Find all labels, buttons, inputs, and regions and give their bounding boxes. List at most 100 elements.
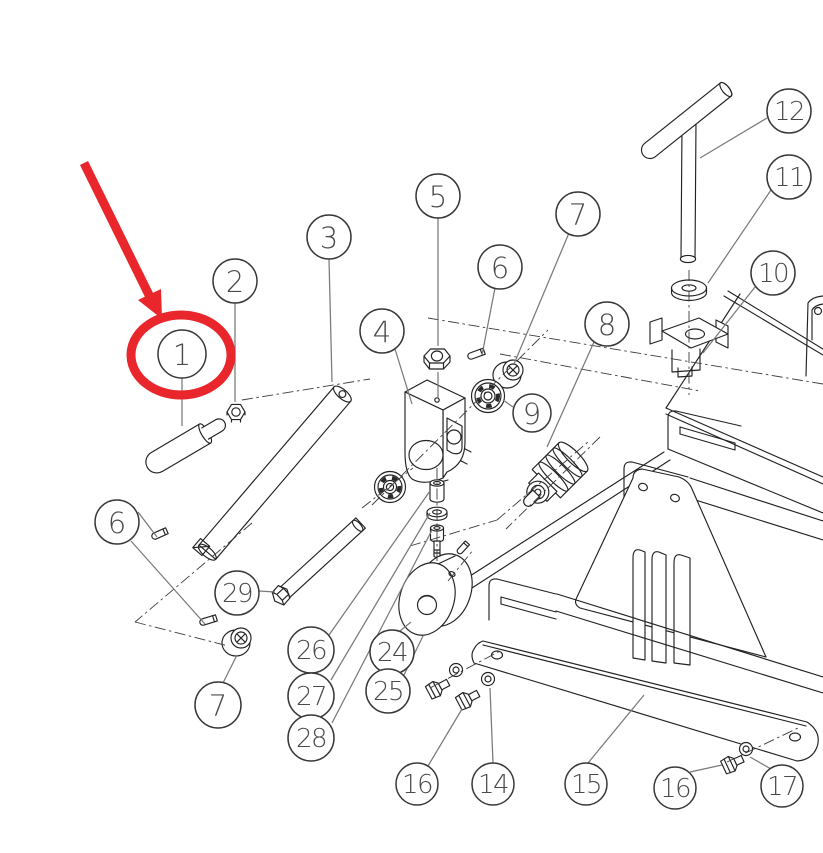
pulley	[398, 553, 473, 636]
leader-line-24	[399, 621, 412, 632]
balloon-4: 4	[359, 308, 405, 354]
balloon-9: 9	[512, 393, 552, 433]
leader-line-7	[222, 654, 238, 684]
balloon-7: 7	[555, 191, 601, 237]
pivot-block	[404, 379, 466, 483]
balloon-3: 3	[306, 214, 352, 260]
gusset-plate	[574, 468, 767, 658]
highlight-arrow-head	[138, 289, 162, 319]
hex-bolt	[454, 689, 481, 711]
balloon-number: 25	[373, 677, 403, 707]
balloon-6: 6	[477, 244, 523, 290]
balloon-number: 16	[402, 770, 432, 800]
balloon-number: 15	[571, 770, 601, 800]
balloon-number: 14	[478, 770, 508, 800]
frame-assembly	[412, 290, 823, 762]
leader-line-28	[331, 529, 433, 724]
leader-line-12	[699, 117, 768, 159]
balloon-27: 27	[287, 672, 335, 720]
highlight-ellipse	[126, 310, 236, 400]
frame-sole-bar	[471, 640, 819, 762]
lock-washer	[480, 671, 496, 687]
balloon-number: 6	[108, 506, 126, 540]
lock-washer	[738, 741, 754, 757]
balloon-12: 12	[766, 88, 812, 134]
balloon-5: 5	[415, 173, 461, 219]
balloon-number: 7	[209, 689, 227, 723]
leader-line-11	[707, 189, 772, 284]
balloon-15: 15	[564, 762, 608, 806]
balloon-number: 12	[774, 97, 804, 127]
hex-nut	[423, 348, 451, 370]
rod-29	[271, 517, 366, 606]
flange-bearing	[221, 627, 252, 657]
leader-line-10	[702, 286, 756, 354]
hex-bolt	[424, 678, 451, 700]
ball-bearing	[470, 378, 506, 414]
leader-line-16	[689, 764, 723, 773]
leader-line-14	[489, 687, 494, 764]
balloon-number: 29	[222, 579, 252, 609]
leader-line-17	[749, 756, 772, 770]
balloon-2: 2	[212, 258, 258, 304]
center-lines	[134, 270, 823, 763]
balloon-17: 17	[760, 764, 804, 808]
balloon-6: 6	[94, 499, 140, 545]
leader-line-6	[137, 511, 158, 538]
balloon-number: 27	[296, 682, 326, 712]
hex-bolt	[720, 754, 745, 775]
balloon-8: 8	[584, 301, 630, 347]
leader-line-8	[546, 341, 595, 448]
leader-line-4	[394, 348, 413, 405]
balloon-10: 10	[750, 250, 796, 296]
balloon-7: 7	[194, 681, 242, 729]
balloon-number: 11	[774, 163, 804, 193]
balloon-16: 16	[395, 762, 439, 806]
clamp-bracket	[649, 317, 729, 378]
balloon-number: 2	[226, 265, 244, 299]
balloon-number: 4	[373, 315, 391, 349]
balloon-number: 10	[758, 259, 788, 289]
frame-fins	[632, 549, 691, 666]
balloon-16: 16	[653, 766, 697, 810]
balloon-number: 6	[491, 251, 509, 285]
balloon-number: 16	[660, 774, 690, 804]
balloon-number: 26	[296, 636, 326, 666]
leader-line-3	[328, 258, 333, 383]
balloon-number: 3	[320, 221, 338, 255]
leader-line-6	[481, 287, 496, 356]
balloon-14: 14	[471, 762, 515, 806]
t-handle	[640, 81, 733, 264]
grip-pin	[145, 418, 226, 474]
flange-nut	[226, 403, 246, 423]
highlight-arrow-shaft	[79, 161, 155, 299]
leader-line-15	[587, 694, 645, 764]
balloon-11: 11	[766, 154, 812, 200]
leader-line-16	[427, 708, 463, 767]
balloon-1: 1	[157, 329, 207, 379]
leader-lines	[130, 117, 772, 773]
roller	[523, 441, 589, 507]
balloon-number: 5	[429, 180, 447, 214]
leader-line-9	[502, 399, 514, 408]
balloon-25: 25	[365, 668, 411, 714]
pivot-tube	[192, 385, 352, 561]
frame-screw-hole	[813, 306, 823, 316]
roll-pin	[456, 540, 471, 555]
leader-line-7	[513, 232, 570, 365]
roll-pin	[151, 527, 169, 540]
balloon-number: 1	[173, 338, 191, 372]
balloon-29: 29	[214, 570, 260, 616]
balloon-number: 24	[377, 638, 407, 668]
leader-line-26	[328, 490, 431, 636]
red-annotation	[79, 161, 236, 400]
lock-washer	[448, 662, 464, 678]
leader-line-27	[330, 512, 431, 681]
balloon-number: 8	[598, 308, 616, 342]
balloon-28: 28	[287, 714, 335, 762]
balloon-number: 7	[569, 198, 587, 232]
balloon-number: 17	[767, 772, 797, 802]
